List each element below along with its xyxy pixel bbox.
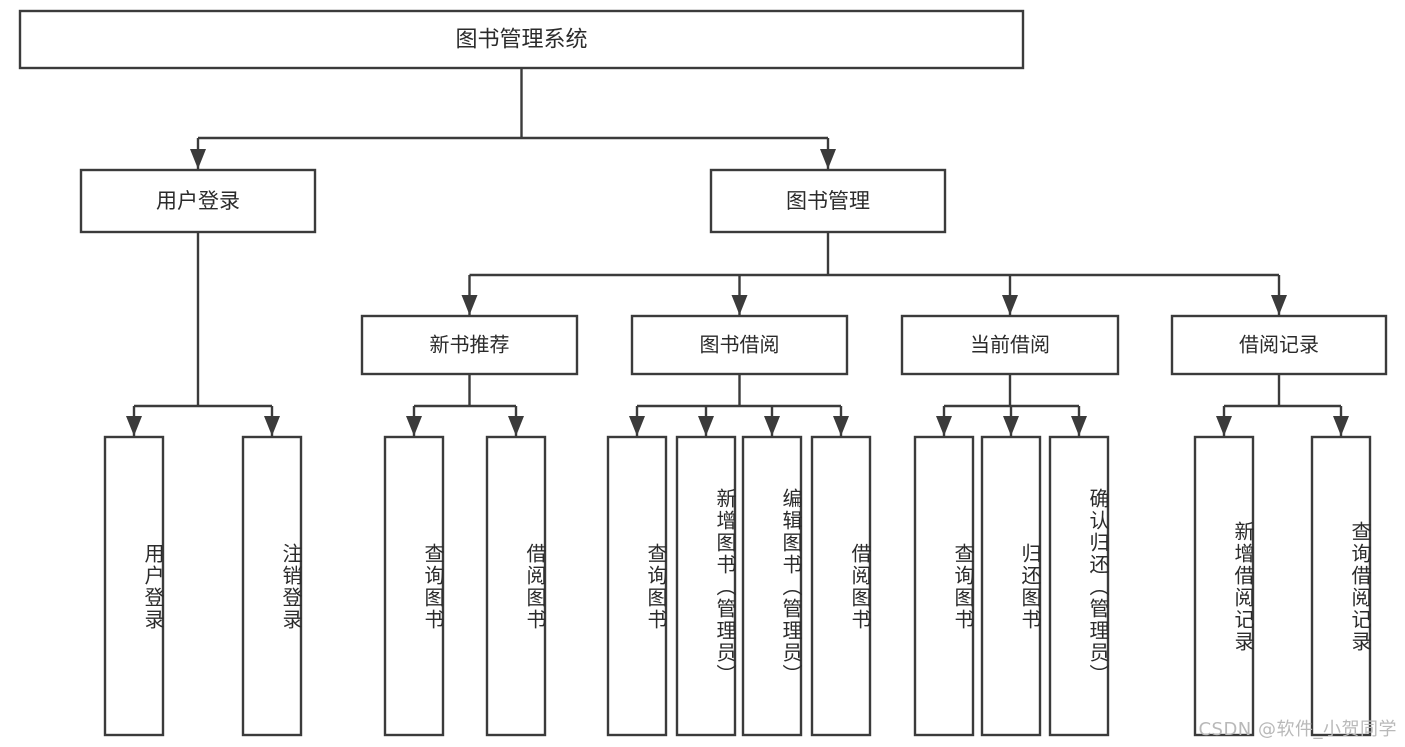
arrow-head-icon xyxy=(1271,295,1287,315)
node-leaf-query-book-rec[interactable] xyxy=(383,435,445,737)
arrow-head-icon xyxy=(731,295,748,315)
node-label: 新书推荐 xyxy=(430,333,510,357)
watermark-text: CSDN @软件_小贺同学 xyxy=(1198,719,1397,740)
node-leaf-add-record[interactable] xyxy=(1193,435,1255,737)
arrow-head-icon xyxy=(1003,416,1019,436)
arrow-head-icon xyxy=(833,416,849,436)
arrow-head-icon xyxy=(126,416,142,436)
node-new-book-recommend[interactable] xyxy=(360,314,579,376)
node-label: 图书管理系统 xyxy=(455,28,587,53)
node-book-borrow[interactable] xyxy=(630,314,849,376)
node-label: 用户登录 xyxy=(156,189,240,213)
node-label: 图书管理 xyxy=(786,189,870,213)
arrow-head-icon xyxy=(936,416,952,436)
arrow-head-icon xyxy=(1333,416,1349,436)
arrow-head-icon xyxy=(508,416,524,436)
node-label: 当前借阅 xyxy=(970,333,1050,357)
arrow-head-icon xyxy=(461,295,478,315)
arrow-head-icon xyxy=(820,149,836,169)
node-leaf-borrow-book-rec[interactable] xyxy=(485,435,547,737)
node-leaf-add-book[interactable] xyxy=(675,435,737,737)
node-leaf-query-book-current[interactable] xyxy=(913,435,975,737)
node-label: 图书借阅 xyxy=(700,333,780,357)
arrow-head-icon xyxy=(1216,416,1232,436)
node-root[interactable] xyxy=(18,9,1025,70)
node-label: 借阅记录 xyxy=(1239,333,1319,357)
node-leaf-query-book-borrow[interactable] xyxy=(606,435,668,737)
arrow-head-icon xyxy=(629,416,645,436)
arrow-head-icon xyxy=(764,416,780,436)
node-user-login[interactable] xyxy=(79,168,317,234)
arrow-head-icon xyxy=(264,416,280,436)
arrow-head-icon xyxy=(698,416,714,436)
arrow-head-icon xyxy=(190,149,206,169)
arrow-head-icon xyxy=(406,416,422,436)
node-leaf-logout[interactable] xyxy=(241,435,303,737)
node-current-borrow[interactable] xyxy=(900,314,1120,376)
node-borrow-record[interactable] xyxy=(1170,314,1388,376)
node-leaf-edit-book[interactable] xyxy=(741,435,803,737)
connectors-layer xyxy=(126,68,1349,436)
node-book-manage[interactable] xyxy=(709,168,947,234)
arrow-head-icon xyxy=(1071,416,1087,436)
node-leaf-user-login[interactable] xyxy=(103,435,165,737)
arrow-head-icon xyxy=(1002,295,1018,315)
node-leaf-borrow-book[interactable] xyxy=(810,435,872,737)
node-leaf-return-book[interactable] xyxy=(980,435,1042,737)
node-leaf-confirm-return[interactable] xyxy=(1048,435,1110,737)
node-leaf-query-record[interactable] xyxy=(1310,435,1372,737)
nodes-layer xyxy=(18,9,1388,737)
